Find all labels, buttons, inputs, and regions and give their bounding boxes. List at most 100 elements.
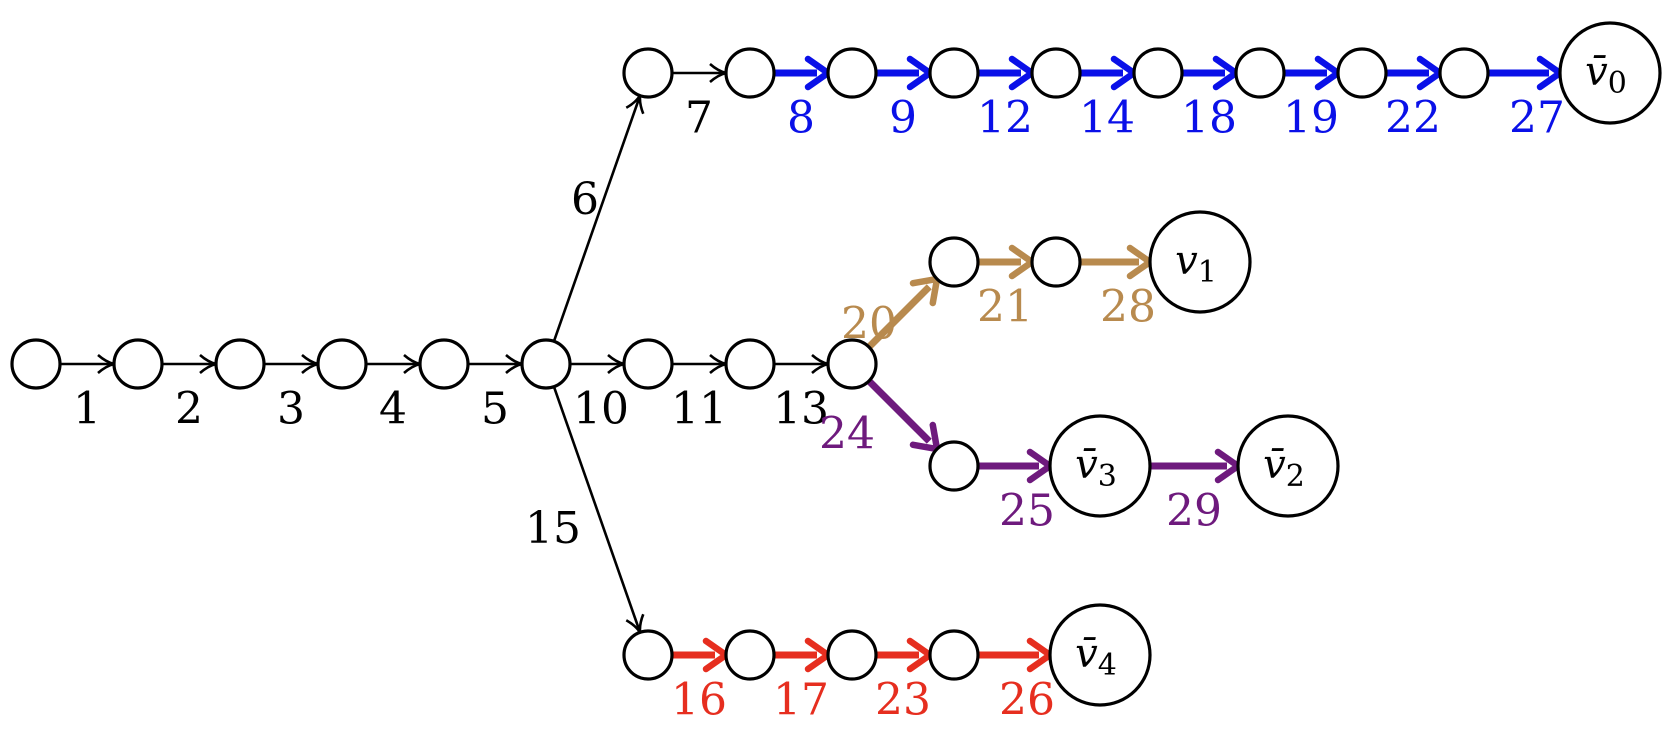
edge-19 [1284,55,1344,91]
node-b0 [622,629,674,681]
edge-label-27: 27 [1509,93,1565,144]
edge-line [552,386,645,634]
edge-15 [552,386,645,634]
edge-12 [978,55,1038,91]
node-circle [724,629,776,681]
node-circle [316,338,368,390]
edge-6 [552,94,645,342]
edge-21 [978,244,1038,280]
node-circle [10,338,62,390]
edge-label-23: 23 [875,675,931,726]
node-label: v1 [1175,238,1217,290]
edge-23 [876,637,936,673]
edge-label-24: 24 [819,409,875,460]
edge-line [552,94,645,342]
node-circle [520,338,572,390]
node-m1 [622,338,674,390]
edge-8 [774,55,834,91]
edge-22 [1386,55,1446,91]
edge-27 [1488,55,1566,91]
edge-label-8: 8 [787,93,815,144]
edge-label-6: 6 [571,174,599,225]
edge-label-19: 19 [1283,93,1339,144]
node-t5 [1132,47,1184,99]
edge-14 [1080,55,1140,91]
edge-label-28: 28 [1100,282,1156,333]
node-circle [1030,47,1082,99]
edge-16 [672,637,732,673]
node-u2 [1030,236,1082,288]
edge-label-29: 29 [1166,486,1222,537]
edge-label-7: 7 [685,93,713,144]
node-t1 [724,47,776,99]
edge-18 [1182,55,1242,91]
edge-label-4: 4 [379,384,407,435]
node-t0 [622,47,674,99]
node-circle [1048,414,1152,518]
edge-label-14: 14 [1079,93,1135,144]
edge-label-22: 22 [1385,93,1441,144]
node-circle [826,338,878,390]
node-m2 [724,338,776,390]
node-n5 [520,338,572,390]
node-t2 [826,47,878,99]
node-circle [1234,47,1286,99]
node-circle [1030,236,1082,288]
node-t8 [1438,47,1490,99]
edge-28 [1080,244,1156,280]
nodes-layer: v̄0 v1 v̄3 v̄2 v̄4 [10,21,1662,707]
node-circle [622,338,674,390]
node-t6 [1234,47,1286,99]
node-v4: v̄4 [1048,603,1152,707]
node-circle [826,47,878,99]
node-circle [112,338,164,390]
edge-label-13: 13 [773,384,829,435]
edge-label-21: 21 [977,282,1033,333]
node-circle [418,338,470,390]
edge-label-3: 3 [277,384,305,435]
edges-layer [60,55,1566,673]
node-circle [928,236,980,288]
node-circle [1132,47,1184,99]
node-circle [724,47,776,99]
edge-25 [978,448,1056,484]
edge-label-18: 18 [1181,93,1237,144]
edge-9 [876,55,936,91]
node-n0 [10,338,62,390]
node-v3: v̄3 [1048,414,1152,518]
node-m3 [826,338,878,390]
node-u1 [928,236,980,288]
node-t4 [1030,47,1082,99]
edge-line [866,284,932,350]
node-t7 [1336,47,1388,99]
edge-label-5: 5 [481,384,509,435]
node-circle [1048,603,1152,707]
edge-17 [774,637,834,673]
node-label: v̄4 [1075,631,1117,683]
node-v0: v̄0 [1558,21,1662,125]
edge-26 [978,637,1056,673]
node-b1 [724,629,776,681]
edge-29 [1150,448,1244,484]
node-label: v̄0 [1585,49,1627,101]
edge-label-20: 20 [841,299,897,350]
edge-label-2: 2 [175,384,203,435]
node-circle [214,338,266,390]
node-circle [928,47,980,99]
node-v1: v1 [1148,210,1252,314]
node-circle [1236,414,1340,518]
edge-label-1: 1 [73,384,101,435]
edge-24 [866,378,942,454]
node-b3 [928,629,980,681]
edge-label-16: 16 [671,675,727,726]
node-v2: v̄2 [1236,414,1340,518]
edge-label-26: 26 [999,675,1055,726]
node-p1 [928,440,980,492]
node-n3 [316,338,368,390]
node-circle [1558,21,1662,125]
node-circle [622,47,674,99]
node-circle [928,440,980,492]
node-n2 [214,338,266,390]
